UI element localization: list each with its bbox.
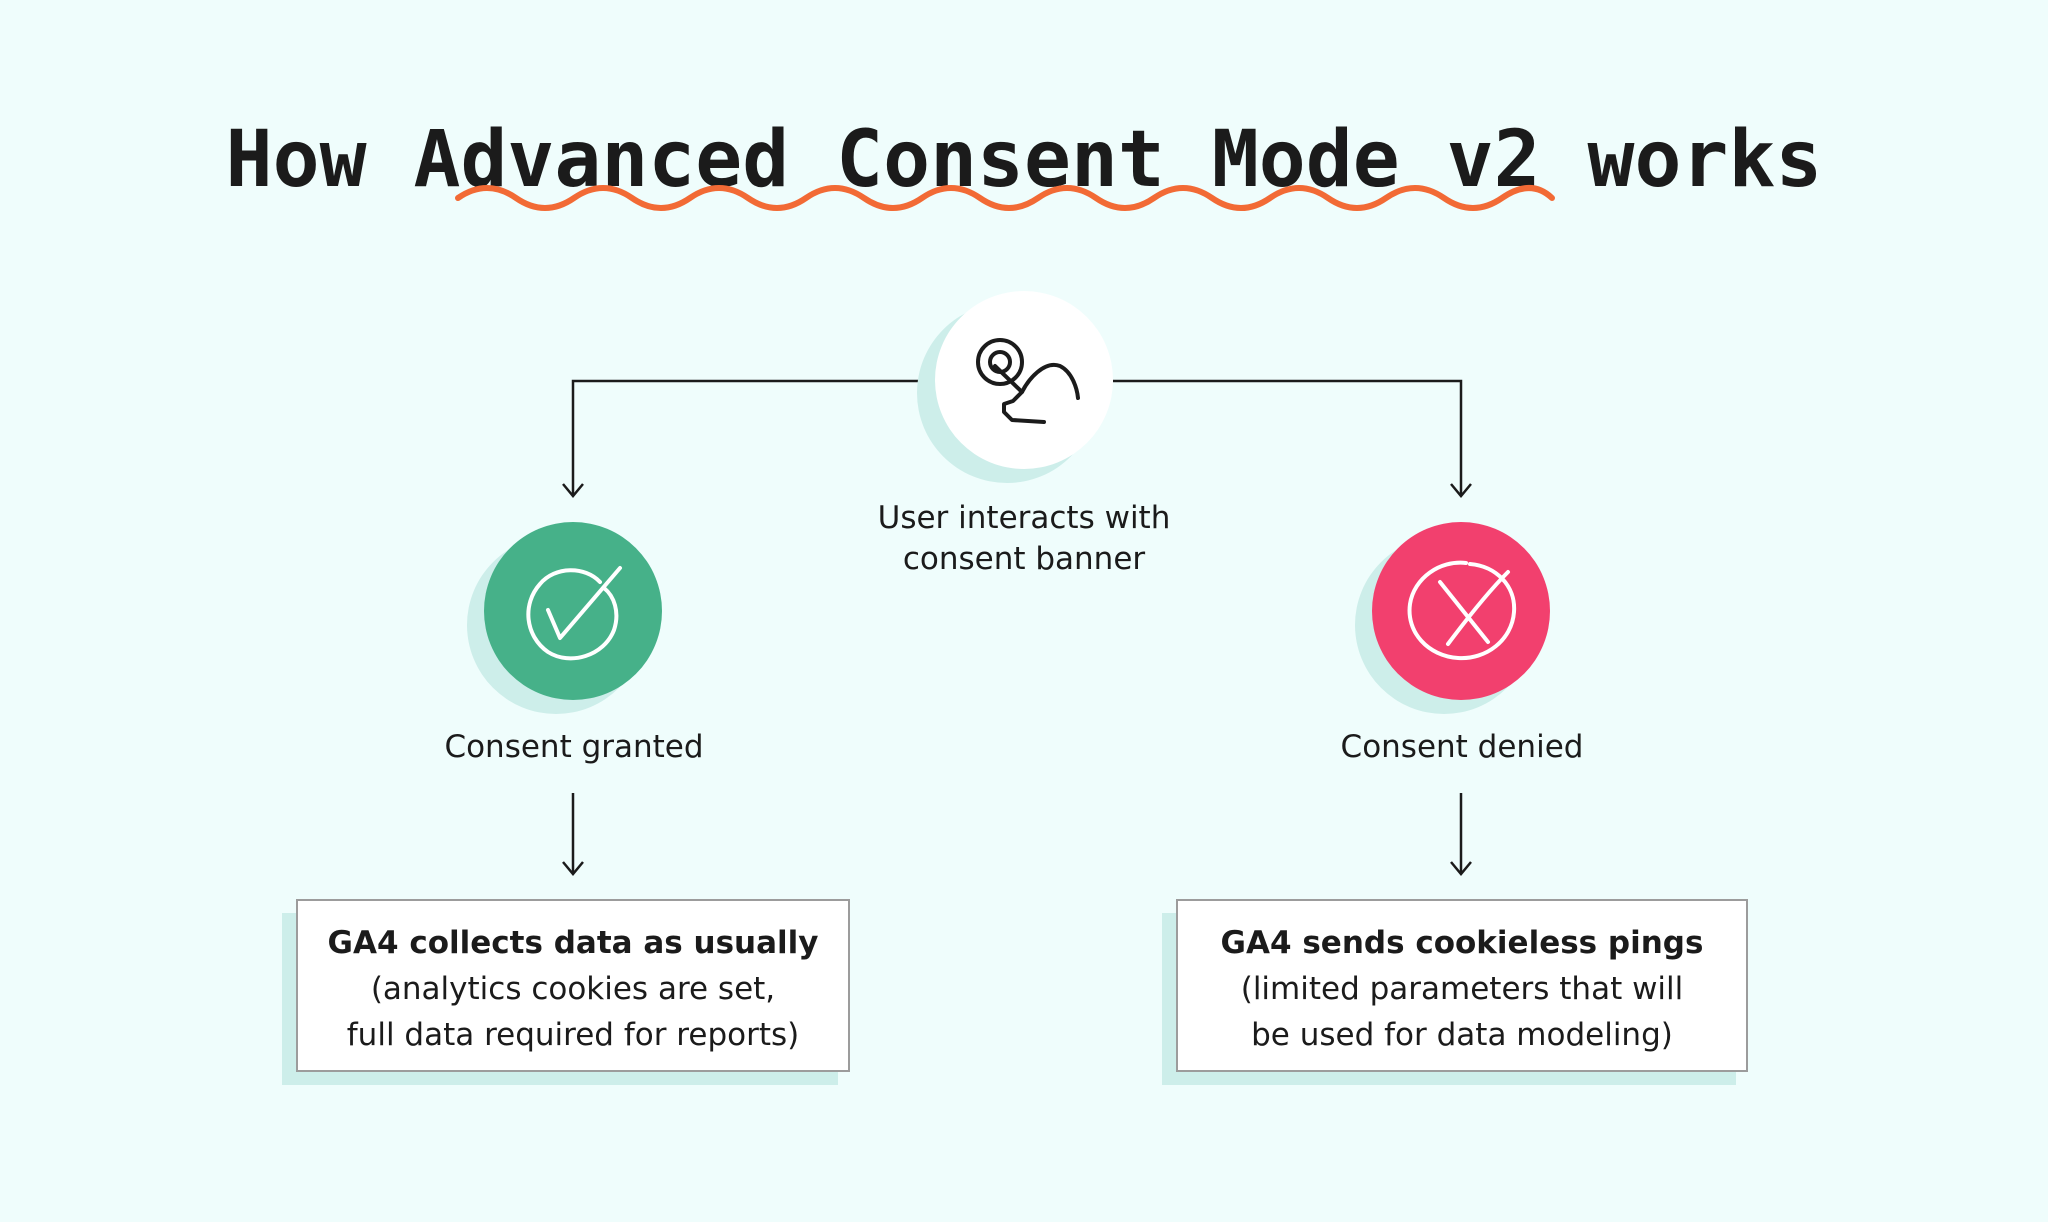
denied-node bbox=[1355, 522, 1550, 714]
start-node-label: User interacts with consent banner bbox=[824, 498, 1224, 580]
connector-left bbox=[562, 379, 935, 498]
granted-node-circle bbox=[484, 522, 662, 700]
denied-node-label: Consent denied bbox=[1340, 729, 1584, 765]
denied-outcome-box: GA4 sends cookieless pings (limited para… bbox=[1176, 899, 1748, 1072]
start-node bbox=[917, 291, 1113, 483]
granted-outcome-title: GA4 collects data as usually bbox=[327, 925, 819, 961]
check-circle-icon bbox=[526, 566, 622, 661]
granted-outcome-line1: (analytics cookies are set, bbox=[370, 971, 776, 1007]
denied-outcome-line2: be used for data modeling) bbox=[1251, 1017, 1673, 1053]
hand-tap-icon bbox=[976, 338, 1080, 424]
arrow-denied-to-outcome bbox=[1450, 793, 1472, 876]
start-node-circle bbox=[935, 291, 1113, 469]
denied-outcome-title: GA4 sends cookieless pings bbox=[1220, 925, 1704, 961]
start-node-label-line1: User interacts with bbox=[877, 500, 1171, 536]
granted-node-label: Consent granted bbox=[444, 729, 704, 765]
denied-outcome-line1: (limited parameters that will bbox=[1240, 971, 1684, 1007]
granted-outcome-line2: full data required for reports) bbox=[346, 1017, 800, 1053]
start-node-label-line2: consent banner bbox=[902, 541, 1146, 577]
granted-node bbox=[467, 522, 662, 714]
granted-outcome-box: GA4 collects data as usually (analytics … bbox=[296, 899, 850, 1072]
connector-right bbox=[1113, 379, 1472, 498]
x-circle-icon bbox=[1407, 560, 1517, 661]
arrow-granted-to-outcome bbox=[562, 793, 584, 876]
title-wave-underline bbox=[455, 185, 1555, 211]
